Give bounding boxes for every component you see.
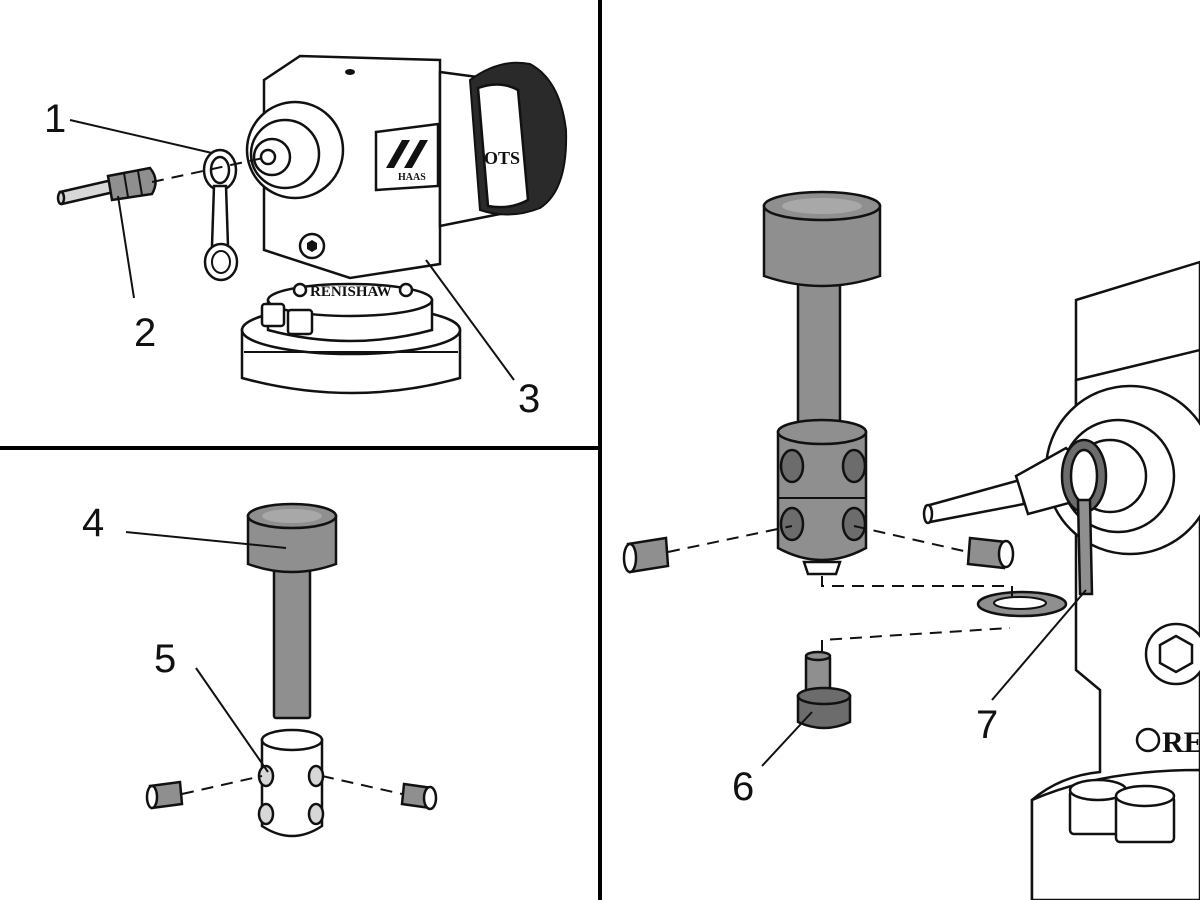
guide-line-lower — [821, 627, 1011, 652]
axis-line-screws-right — [321, 775, 403, 795]
renishaw-brand-text-closeup: RENIS — [1162, 726, 1200, 759]
callout-6: 6 — [732, 765, 754, 809]
axis-line-right — [853, 525, 969, 553]
set-screw-right-closeup — [966, 536, 1015, 570]
leader-1 — [69, 119, 213, 154]
leader-2 — [117, 195, 135, 299]
part-2-stylus — [56, 166, 157, 206]
panel-probe-overview: OTS HAAS RENISHAW — [44, 54, 568, 421]
axis-line-screws — [181, 775, 263, 795]
haas-logo: HAAS — [374, 122, 440, 192]
callout-3: 3 — [518, 377, 540, 421]
panel-borders — [0, 0, 602, 900]
part-4-stylus-tip — [246, 502, 338, 720]
leader-3 — [425, 259, 515, 381]
haas-badge-text: HAAS — [398, 172, 426, 183]
probe-body: OTS HAAS RENISHAW — [245, 54, 568, 300]
renishaw-brand-text: RENISHAW — [310, 284, 392, 300]
callout-4: 4 — [82, 501, 104, 545]
panel-installation-detail: RENIS — [622, 190, 1200, 900]
set-screw-left-closeup — [622, 536, 670, 574]
callout-1: 1 — [44, 97, 66, 141]
probe-closeup: RENIS — [1030, 260, 1200, 900]
set-screw-right — [400, 782, 438, 811]
guide-line-upper — [821, 576, 1013, 600]
callout-2: 2 — [134, 311, 156, 355]
leader-5 — [195, 667, 269, 773]
stylus-assembly — [762, 190, 882, 576]
probe-base — [240, 282, 462, 395]
leader-7 — [991, 589, 1087, 701]
set-screw-left — [145, 780, 184, 810]
callout-7: 7 — [976, 703, 998, 747]
callout-5: 5 — [154, 637, 176, 681]
leader-6 — [761, 711, 813, 767]
mounted-stylus — [922, 438, 1108, 618]
part-6-screw — [796, 650, 852, 730]
axis-line-left — [667, 525, 793, 553]
leader-4 — [125, 531, 287, 549]
panel-stylus-parts: 4 5 — [82, 501, 438, 838]
part-5-collar — [257, 728, 325, 838]
part-1-washer — [202, 148, 239, 282]
ots-text: OTS — [484, 148, 520, 168]
